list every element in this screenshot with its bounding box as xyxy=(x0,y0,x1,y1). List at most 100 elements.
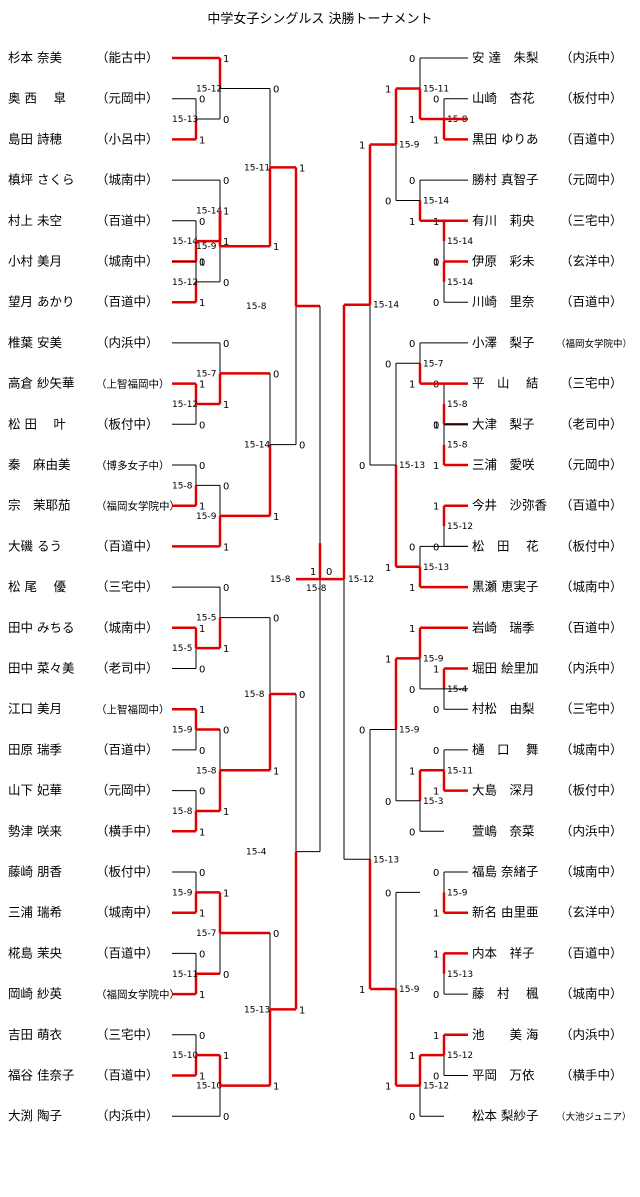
player-team: （内浜中） xyxy=(560,823,623,838)
player-name: 高倉 紗矢華 xyxy=(8,376,74,391)
result-mark: 1 xyxy=(223,644,229,655)
player-right: 松 田 花（板付中） xyxy=(472,538,623,553)
player-name: 宗 茉耶茄 xyxy=(8,498,71,513)
match-score: 15-8 xyxy=(244,690,265,700)
player-name: 有川 莉央 xyxy=(472,213,535,228)
player-name: 大磯 るう xyxy=(8,538,62,553)
player-name: 大島 深月 xyxy=(472,783,535,798)
result-mark: 0 xyxy=(433,420,439,431)
result-mark: 1 xyxy=(199,1072,205,1083)
result-mark: 0 xyxy=(433,990,439,1001)
player-right: 萱嶋 奈菜（内浜中） xyxy=(472,823,623,838)
player-left: 大磯 るう（百道中） xyxy=(8,538,159,553)
player-name: 田中 みちる xyxy=(8,620,74,635)
match-score: 15-8 xyxy=(306,584,327,594)
player-team: （大池ジュニア） xyxy=(556,1111,631,1123)
result-mark: 0 xyxy=(199,1031,205,1042)
player-right: 松本 梨紗子（大池ジュニア） xyxy=(472,1108,631,1123)
player-name: 山下 妃華 xyxy=(8,783,62,798)
result-mark: 1 xyxy=(199,909,205,920)
player-team: （横手中） xyxy=(96,823,159,838)
result-mark: 1 xyxy=(199,380,205,391)
result-mark: 1 xyxy=(223,237,229,248)
player-team: （城南中） xyxy=(96,172,159,187)
player-left: 村上 未空（百道中） xyxy=(8,213,159,228)
match-score: 15-12 xyxy=(196,85,222,95)
player-left: 宗 茉耶茄（福岡女学院中） xyxy=(8,498,180,513)
player-team: （元岡中） xyxy=(96,91,159,106)
result-mark: 1 xyxy=(223,888,229,899)
player-name: 池 美 海 xyxy=(472,1027,539,1042)
match-score: 15-4 xyxy=(447,685,468,695)
result-mark: 0 xyxy=(433,95,439,106)
result-mark: 1 xyxy=(199,827,205,838)
match-score: 15-11 xyxy=(172,970,198,980)
result-mark: 0 xyxy=(223,726,229,737)
player-name: 杉本 奈美 xyxy=(8,50,62,65)
result-mark: 1 xyxy=(409,583,415,594)
result-mark: 0 xyxy=(359,726,365,737)
result-mark: 1 xyxy=(433,1031,439,1042)
match-score: 15-9 xyxy=(399,985,420,995)
player-team: （三宅中） xyxy=(560,213,623,228)
result-mark: 0 xyxy=(223,583,229,594)
player-right: 安 達 朱梨（内浜中） xyxy=(472,50,623,65)
match-score: 15-12 xyxy=(172,400,198,410)
result-mark: 0 xyxy=(199,461,205,472)
result-mark: 1 xyxy=(433,665,439,676)
result-mark: 0 xyxy=(385,359,391,370)
result-mark: 1 xyxy=(409,115,415,126)
player-right: 小澤 梨子（福岡女学院中） xyxy=(472,335,632,350)
match-score: 15-9 xyxy=(196,242,217,252)
player-name: 大津 梨子 xyxy=(472,416,535,431)
player-right: 新名 由里亜 （玄洋中） xyxy=(472,905,623,920)
player-left: 高倉 紗矢華（上智福岡中） xyxy=(8,376,170,391)
player-name: 黒田 ゆりあ xyxy=(472,131,538,146)
match-score: 15-14 xyxy=(196,207,222,217)
result-mark: 1 xyxy=(199,258,205,269)
player-team: （百道中） xyxy=(96,945,159,960)
player-left: 吉田 萌衣（三宅中） xyxy=(8,1027,159,1042)
match-score: 15-13 xyxy=(447,970,473,980)
player-team: （内浜中） xyxy=(96,335,159,350)
match-score: 15-12 xyxy=(172,278,198,288)
player-name: 川崎 里奈 xyxy=(472,294,535,309)
player-right: 樋 口 舞（城南中） xyxy=(472,742,623,757)
result-mark: 1 xyxy=(299,163,305,174)
match-score: 15-10 xyxy=(172,1051,198,1061)
result-mark: 1 xyxy=(359,140,365,151)
player-name: 秦 麻由美 xyxy=(8,457,71,472)
player-name: 樋 口 舞 xyxy=(472,742,538,757)
result-mark: 0 xyxy=(199,665,205,676)
result-mark: 0 xyxy=(199,949,205,960)
player-team: （老司中） xyxy=(96,661,159,676)
result-mark: 0 xyxy=(273,369,279,380)
result-mark: 0 xyxy=(409,339,415,350)
player-left: 福谷 佳奈子（百道中） xyxy=(8,1068,159,1083)
player-left: 槙坪 さくら（城南中） xyxy=(8,172,159,187)
player-name: 安 達 朱梨 xyxy=(472,50,539,65)
result-mark: 0 xyxy=(273,85,279,96)
player-name: 新名 由里亜 xyxy=(472,905,538,920)
player-left: 松 尾 優（三宅中） xyxy=(8,579,159,594)
result-mark: 1 xyxy=(223,807,229,818)
match-score: 15-14 xyxy=(373,301,399,311)
player-team: （玄洋中） xyxy=(560,905,623,920)
match-score: 15-8 xyxy=(447,441,468,451)
player-team: （百道中） xyxy=(560,620,623,635)
player-right: 有川 莉央 （三宅中） xyxy=(472,213,623,228)
player-team: （内浜中） xyxy=(560,1027,623,1042)
match-score: 15-12 xyxy=(423,1082,449,1092)
match-score: 15-14 xyxy=(423,196,449,206)
result-mark: 1 xyxy=(199,624,205,635)
result-mark: 0 xyxy=(385,196,391,207)
result-mark: 0 xyxy=(199,420,205,431)
player-left: 田中 菜々美（老司中） xyxy=(8,661,159,676)
match-score: 15-9 xyxy=(196,512,217,522)
match-score: 15-11 xyxy=(244,163,270,173)
result-mark: 1 xyxy=(273,1082,279,1093)
player-name: 伊原 彩未 xyxy=(472,254,535,269)
result-mark: 1 xyxy=(433,461,439,472)
player-name: 奥 西 皐 xyxy=(8,91,66,106)
